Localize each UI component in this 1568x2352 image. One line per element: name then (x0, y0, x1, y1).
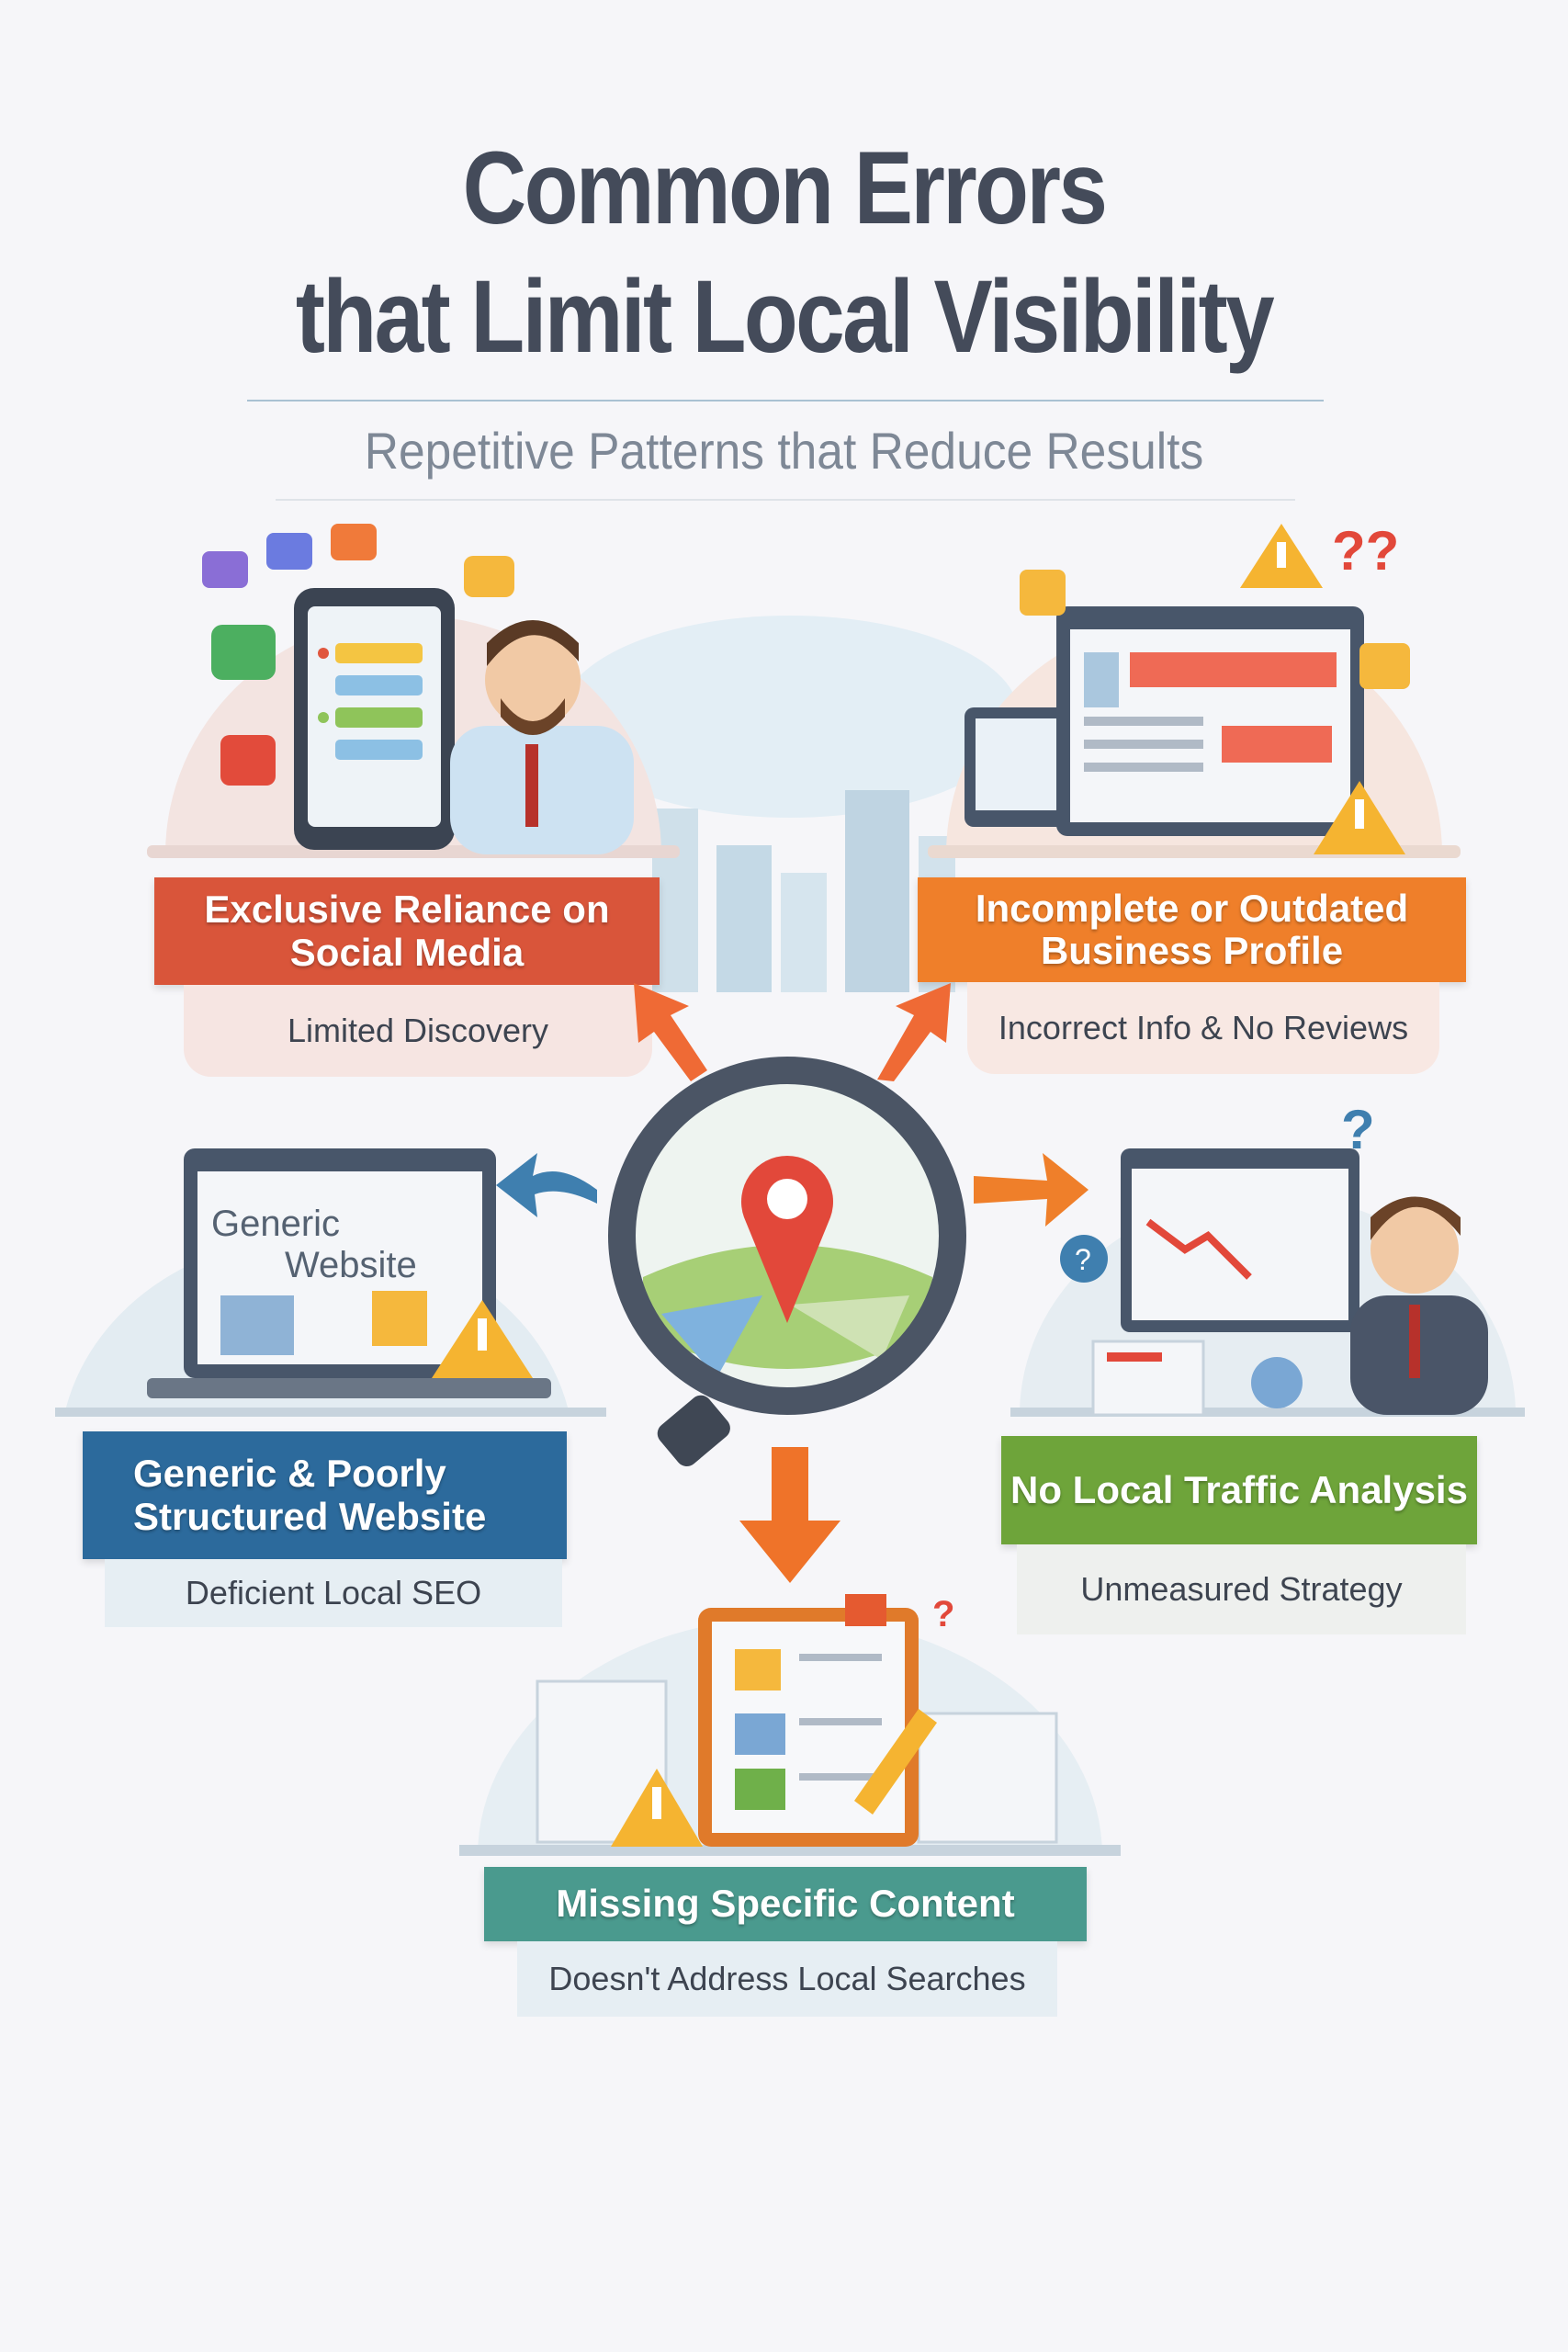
error-subtitle-box: Doesn't Address Local Searches (517, 1941, 1057, 2017)
error-banner-business-profile: Incomplete or Outdated Business Profile (918, 877, 1466, 982)
warning-triangle-icon (611, 1769, 703, 1847)
website-screen-text: Generic (211, 1204, 340, 1244)
warning-triangle-icon (1314, 781, 1405, 854)
clipboard-document-icon (698, 1594, 919, 1847)
svg-text:??: ?? (1332, 520, 1399, 582)
puzzle-piece-icon (220, 1291, 427, 1355)
monitor-chart-icon (1121, 1148, 1359, 1332)
page-subtitle: Repetitive Patterns that Reduce Results (364, 422, 1204, 480)
question-bubble-icon: ? (1060, 1235, 1108, 1283)
error-subtitle-box: Limited Discovery (184, 985, 652, 1077)
arrow-up-right-icon (877, 983, 951, 1081)
smartphone-icon (294, 588, 455, 850)
chat-bubble-icons (202, 524, 514, 786)
error-title: Generic & Poorly (133, 1452, 446, 1496)
svg-text:?: ? (1075, 1243, 1091, 1276)
social-media-illustration (147, 524, 680, 858)
pencil-icon (854, 1709, 937, 1815)
error-subtitle-box: Deficient Local SEO (105, 1559, 562, 1627)
error-title: No Local Traffic Analysis (1010, 1467, 1468, 1511)
magnifier-map-pin-icon (608, 1057, 966, 1467)
warning-triangle-icon (432, 1300, 533, 1378)
page-title-line2: that Limit Local Visibility (295, 259, 1275, 374)
error-title: Exclusive Reliance on (204, 888, 610, 932)
browser-window-icon (1056, 606, 1364, 836)
error-banner-generic-website: Generic & Poorly Structured Website (83, 1431, 567, 1559)
error-subtitle: Incorrect Info & No Reviews (998, 1009, 1409, 1046)
map-pin-icon (741, 1155, 833, 1323)
worried-man-icon (450, 620, 634, 854)
thinking-man-icon (1350, 1196, 1488, 1415)
error-subtitle: Unmeasured Strategy (1080, 1570, 1403, 1608)
subtitle-divider (276, 499, 1295, 501)
traffic-analysis-illustration: ? ? (1010, 1099, 1525, 1417)
error-subtitle-box: Unmeasured Strategy (1017, 1544, 1466, 1634)
error-subtitle: Limited Discovery (287, 1012, 549, 1049)
title-divider (247, 400, 1324, 401)
arrow-left-icon (496, 1153, 597, 1217)
error-title: Structured Website (133, 1494, 487, 1538)
svg-text:?: ? (932, 1594, 954, 1634)
arrow-right-icon (974, 1153, 1089, 1227)
city-skyline-background (560, 616, 1020, 992)
generic-website-illustration: Generic Website (55, 1148, 606, 1417)
missing-content-illustration: ? (459, 1594, 1121, 1856)
laptop-icon (147, 1148, 551, 1398)
error-banner-traffic-analysis: No Local Traffic Analysis (1001, 1436, 1477, 1544)
website-screen-text: Website (285, 1245, 417, 1285)
business-profile-illustration: ?? (928, 520, 1461, 858)
arrow-up-left-icon (634, 983, 707, 1081)
arrow-down-icon (739, 1447, 840, 1583)
error-title: Missing Specific Content (556, 1882, 1015, 1926)
error-title: Incomplete or Outdated (975, 886, 1409, 930)
error-banner-missing-content: Missing Specific Content (484, 1867, 1087, 1941)
svg-text:?: ? (1341, 1099, 1375, 1160)
error-subtitle-box: Incorrect Info & No Reviews (967, 982, 1439, 1074)
page-title-line1: Common Errors (462, 130, 1108, 245)
error-title: Social Media (289, 930, 525, 974)
error-banner-social-media: Exclusive Reliance on Social Media (154, 877, 660, 985)
error-subtitle: Deficient Local SEO (185, 1574, 482, 1611)
error-title: Business Profile (1040, 929, 1344, 972)
error-subtitle: Doesn't Address Local Searches (548, 1960, 1026, 1997)
warning-triangle-icon (1240, 524, 1323, 588)
